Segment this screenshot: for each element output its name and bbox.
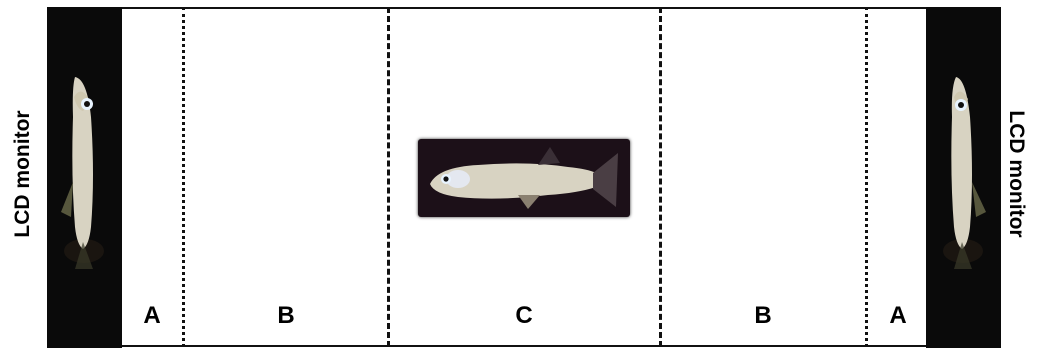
left-monitor-label: LCD monitor [11,110,35,237]
center-fish-image [418,139,630,217]
zone-divider-b-a-right [865,7,868,347]
left-monitor-fish-image [47,7,122,348]
zone-divider-a-b-left [182,7,185,347]
zone-label-b-left: B [277,302,294,330]
left-lcd-monitor [47,7,122,348]
right-lcd-monitor [926,7,1001,348]
right-monitor-fish-image [926,7,1001,348]
center-fish-photo [418,139,630,217]
right-monitor-label: LCD monitor [1004,110,1028,237]
zone-label-a-right: A [889,302,906,330]
zone-label-a-left: A [143,302,160,330]
zone-label-c: C [515,302,532,330]
zone-divider-c-b-right [659,7,662,347]
zone-label-b-right: B [754,302,771,330]
zone-divider-b-c-left [387,7,390,347]
